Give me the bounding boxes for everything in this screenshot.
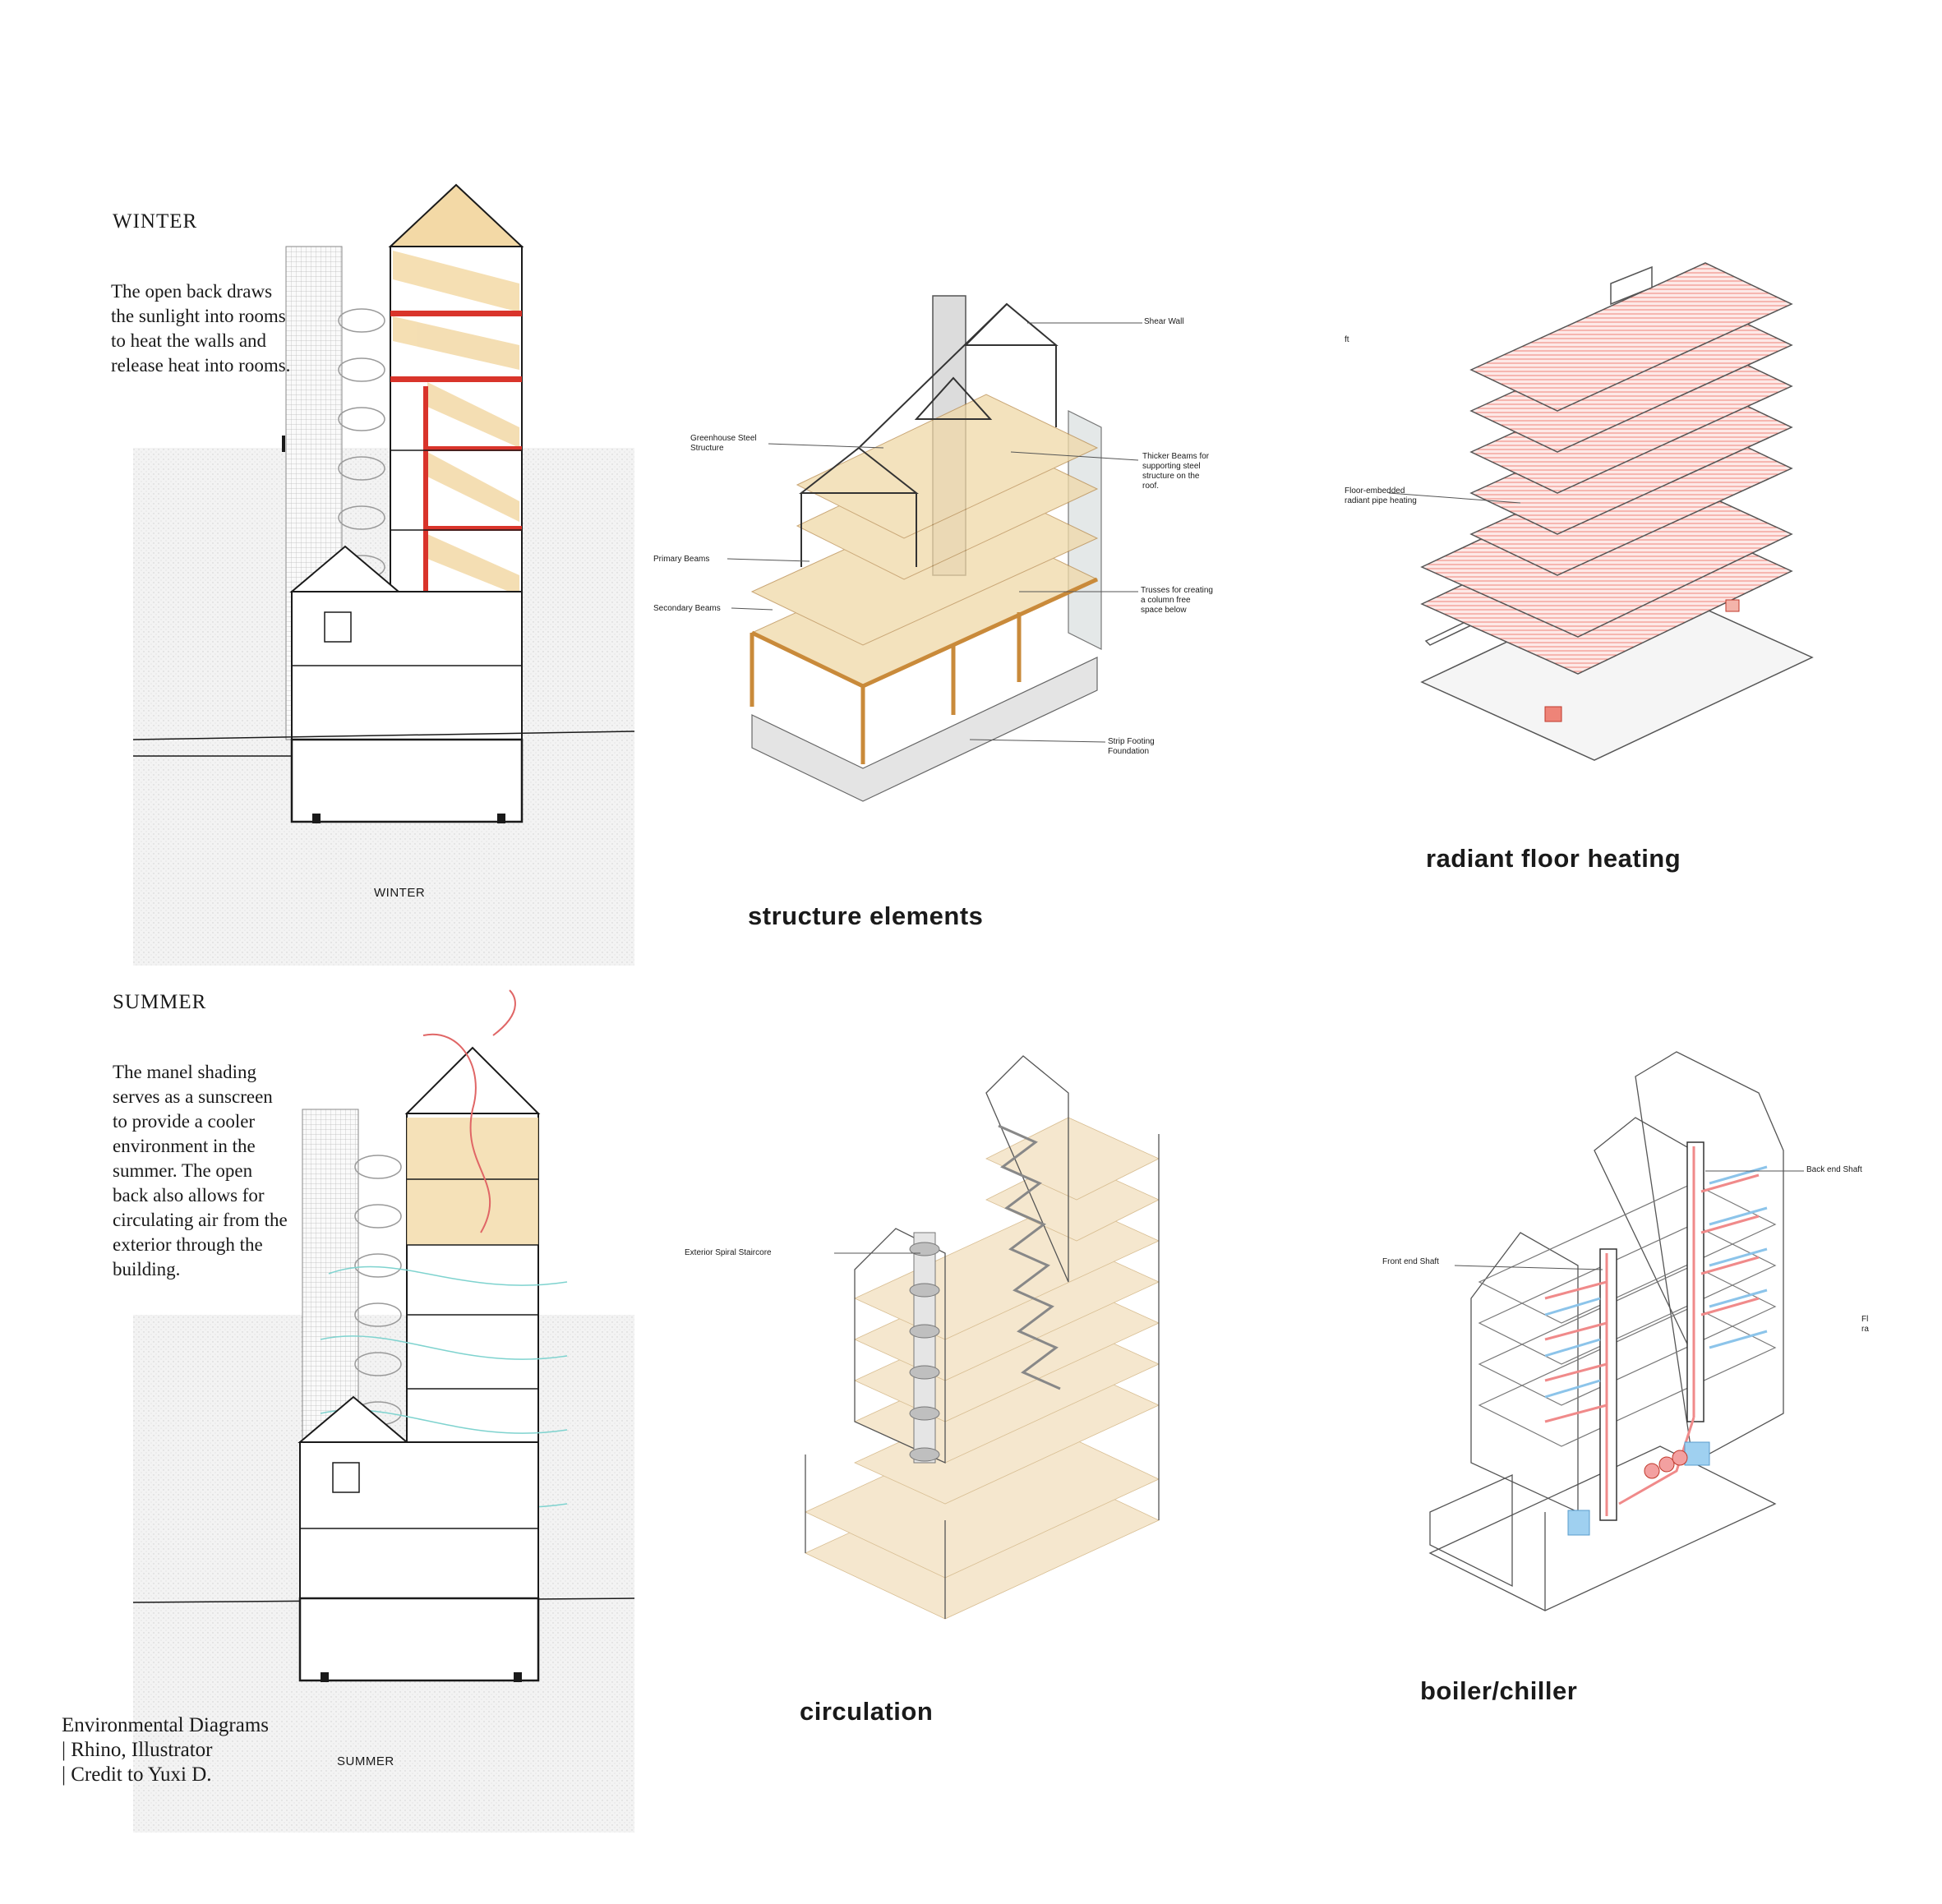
greenhouse-steel-structure: [799, 302, 1059, 567]
boiler-leader-lines: [1454, 1170, 1804, 1270]
label-front-end-shaft: Front end Shaft: [1382, 1257, 1439, 1266]
summer-caption: SUMMER: [337, 1754, 394, 1768]
label-ft: ft: [1345, 335, 1349, 344]
structure-leader-lines: [727, 322, 1142, 743]
strip-footing-foundation: [751, 657, 1098, 802]
label-trusses: Trusses for creating a column free space…: [1141, 586, 1213, 615]
circulation-building-outline: [805, 1055, 1160, 1619]
chilled-water-pipes: [1544, 1165, 1768, 1399]
summer-title: SUMMER: [113, 991, 207, 1013]
radiant-heating-axonometric: [1388, 262, 1814, 761]
boiler-floor-slabs: [1478, 1183, 1777, 1447]
circulation-title: circulation: [800, 1697, 934, 1726]
label-thicker-beams: Thicker Beams for supporting steel struc…: [1142, 452, 1210, 491]
summer-description: The manel shading serves as a sunscreen …: [113, 1062, 288, 1279]
structure-axonometric: [727, 295, 1142, 802]
summer-shading-zone: [407, 1118, 538, 1245]
label-floor-embedded: Floor-embedded radiant pipe heating: [1345, 486, 1417, 505]
winter-section-drawing: [132, 183, 635, 966]
structure-title: structure elements: [748, 901, 984, 930]
credit-note: Environmental Diagrams | Rhino, Illustra…: [62, 1714, 270, 1786]
radiant-title: radiant floor heating: [1426, 844, 1681, 873]
label-spiral-staircore: Exterior Spiral Staircore: [685, 1248, 772, 1257]
label-shear-wall: Shear Wall: [1144, 317, 1184, 326]
radiant-leader-line: [1388, 492, 1521, 504]
label-strip-footing: Strip Footing Foundation: [1108, 737, 1155, 756]
hot-water-pipes: [1544, 1146, 1760, 1516]
winter-description: The open back draws the sunlight into ro…: [111, 281, 291, 376]
label-cut-off: Fl ra: [1861, 1315, 1869, 1334]
label-secondary-beams: Secondary Beams: [653, 604, 721, 613]
interior-stair-flights: [998, 1124, 1061, 1390]
exterior-spiral-staircore: [909, 1232, 940, 1464]
summer-section-drawing: [132, 989, 635, 1833]
winter-gable-roof: [388, 183, 524, 247]
summer-basement: [298, 1597, 540, 1682]
label-greenhouse-steel: Greenhouse Steel Structure: [690, 434, 757, 453]
boiler-chiller-axonometric: [1428, 1051, 1804, 1611]
circulation-axonometric: [805, 1055, 1160, 1620]
radiant-floor-slabs: [1420, 262, 1814, 761]
summer-hot-air-path: [422, 1033, 491, 1233]
shafts: [1599, 1141, 1704, 1521]
back-end-shaft: [1686, 1141, 1704, 1422]
circulation-floor-plates: [805, 1117, 1160, 1620]
structure-floor-plates: [750, 394, 1099, 687]
winter-ground-line: [132, 731, 635, 740]
winter-title: WINTER: [113, 210, 198, 233]
label-back-end-shaft: Back end Shaft: [1806, 1165, 1862, 1174]
boiler-title: boiler/chiller: [1420, 1676, 1578, 1705]
summer-spiral-stair: [354, 1155, 402, 1426]
boiler-chiller-equipment: [1567, 1441, 1710, 1536]
summer-gable-roof: [404, 1046, 541, 1114]
winter-caption: WINTER: [374, 886, 426, 900]
winter-basement: [290, 738, 524, 823]
structure-primary-beams: [750, 577, 1099, 764]
front-end-shaft: [1599, 1248, 1617, 1521]
winter-spiral-stair: [338, 308, 385, 579]
label-primary-beams: Primary Beams: [653, 555, 710, 564]
